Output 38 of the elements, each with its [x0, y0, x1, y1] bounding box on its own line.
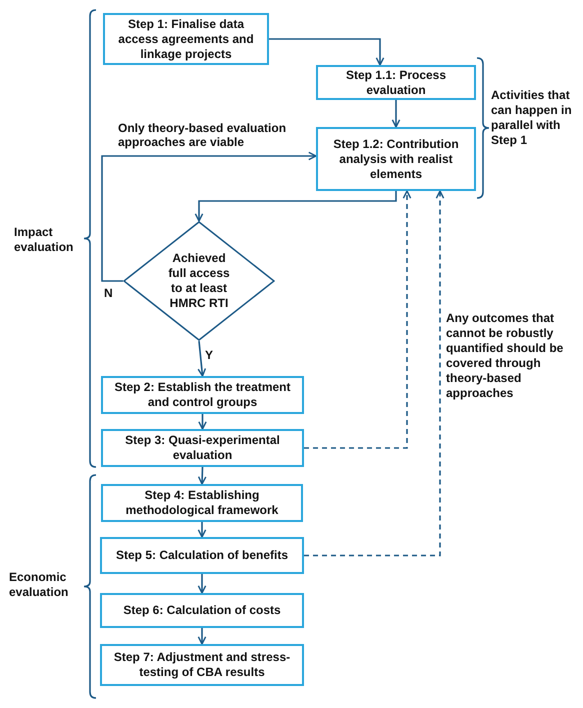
arrow: [392, 100, 400, 128]
arrow: [197, 340, 206, 377]
process-box: [316, 127, 476, 191]
process-box: [101, 484, 303, 522]
arrow: [304, 190, 412, 449]
arrow: [101, 152, 317, 282]
annotation-text: Any outcomes that cannot be robustly quantified should be covered through theory-based approaches: [446, 311, 564, 401]
arrow: [194, 191, 397, 222]
process-box: [316, 65, 476, 100]
process-box: [103, 13, 269, 65]
box-text: Step 5: Calculation of benefits: [116, 548, 288, 563]
box-text: Step 7: Adjustment and stress-testing of CBA results: [112, 650, 292, 680]
arrow: [198, 574, 206, 594]
annotation-text: Impact evaluation: [14, 225, 74, 255]
process-box: [100, 644, 304, 686]
box-text: Step 2: Establish the treatment and control groups: [113, 380, 292, 410]
annotation-text: Economic evaluation: [9, 570, 70, 600]
box-text: Step 1.1: Process evaluation: [344, 68, 448, 98]
arrow: [198, 466, 207, 485]
annotation-text: Y: [205, 348, 214, 363]
annotation-text: Activities that can happen in parallel with Step 1: [491, 88, 573, 148]
arrow: [304, 190, 444, 556]
box-text: Step 6: Calculation of costs: [123, 603, 281, 618]
box-text: Step 4: Establishing methodological framework: [124, 488, 280, 518]
process-box: [100, 537, 304, 574]
arrow: [198, 628, 206, 645]
process-box: [100, 593, 304, 628]
box-text: Step 1.2: Contribution analysis with realist elements: [332, 136, 460, 182]
box-text: Step 1: Finalise data access agreements and linkage projects: [117, 16, 255, 62]
box-text: Step 3: Quasi-experimental evaluation: [124, 433, 281, 463]
process-box: [101, 429, 304, 467]
arrow: [198, 522, 206, 538]
decision-diamond: [123, 221, 275, 341]
arrow: [198, 414, 207, 430]
arrow: [269, 38, 384, 66]
box-text: Achieved full access to at least HMRC RTI: [167, 251, 231, 311]
process-box: [101, 376, 304, 414]
annotation-text: N: [104, 286, 114, 301]
